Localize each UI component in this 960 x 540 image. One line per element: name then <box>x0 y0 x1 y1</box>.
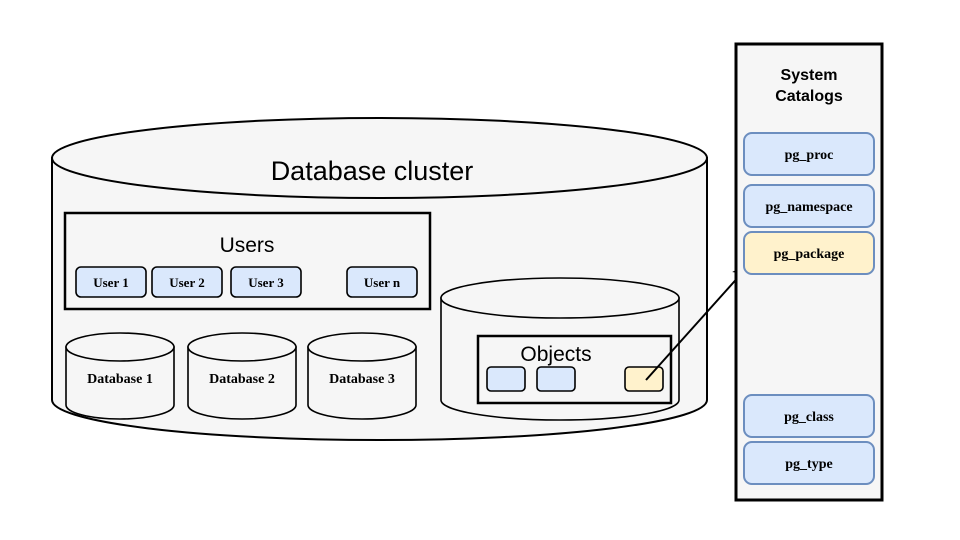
user-chip-n[interactable]: User n <box>346 266 418 298</box>
catalog-entry-pg-type-label: pg_type <box>785 457 832 472</box>
user-chip-2-label: User 2 <box>169 275 205 290</box>
database-cylinder-2[interactable]: Database 2 <box>187 332 297 420</box>
user-chip-2[interactable]: User 2 <box>151 266 223 298</box>
catalog-entry-pg-type[interactable]: pg_type <box>743 441 875 485</box>
user-chip-3[interactable]: User 3 <box>230 266 302 298</box>
catalog-entry-pg-namespace-label: pg_namespace <box>765 200 852 215</box>
user-chip-n-box[interactable] <box>346 266 418 298</box>
users-section-title: Users <box>220 234 275 257</box>
cluster-title: Database cluster <box>271 156 474 186</box>
catalog-entry-pg-package-label: pg_package <box>774 247 845 262</box>
objects-section-title: Objects <box>520 343 591 366</box>
database-cylinder-3[interactable]: Database 3 <box>307 332 417 420</box>
catalog-entry-pg-type-box[interactable] <box>743 441 875 485</box>
user-chip-1-label: User 1 <box>93 275 129 290</box>
objects-item-1[interactable] <box>486 366 526 392</box>
catalog-entry-pg-proc-box[interactable] <box>743 132 875 176</box>
objects-item-2[interactable] <box>536 366 576 392</box>
catalog-entry-pg-class[interactable]: pg_class <box>743 394 875 438</box>
connector-objects-to-pg-package <box>645 262 752 381</box>
catalog-entry-pg-class-box[interactable] <box>743 394 875 438</box>
user-chip-1-box[interactable] <box>75 266 147 298</box>
user-chip-2-box[interactable] <box>151 266 223 298</box>
catalog-entry-pg-namespace[interactable]: pg_namespace <box>743 184 875 228</box>
catalog-entry-pg-proc-label: pg_proc <box>785 148 834 163</box>
objects-item-3[interactable] <box>624 366 664 392</box>
system-catalogs-title-line1: System <box>781 67 838 84</box>
database-cylinder-1[interactable]: Database 1 <box>65 332 175 420</box>
users-section: Users User 1 User 2 User 3 User n <box>63 211 432 311</box>
user-chip-3-box[interactable] <box>230 266 302 298</box>
catalog-entry-pg-package-box[interactable] <box>743 231 875 275</box>
database-cylinder-3-label: Database 3 <box>329 372 395 387</box>
catalog-entry-pg-proc[interactable]: pg_proc <box>743 132 875 176</box>
system-catalogs-panel: System Catalogs pg_proc pg_namespace pg_… <box>734 42 884 502</box>
database-cylinder-2-label: Database 2 <box>209 372 275 387</box>
user-chip-1[interactable]: User 1 <box>75 266 147 298</box>
system-catalogs-title-line2: Catalogs <box>775 88 843 105</box>
user-chip-3-label: User 3 <box>248 275 284 290</box>
catalog-entry-pg-package[interactable]: pg_package <box>743 231 875 275</box>
objects-section: Objects <box>476 334 673 405</box>
catalog-entry-pg-namespace-box[interactable] <box>743 184 875 228</box>
catalog-entry-pg-class-label: pg_class <box>784 410 834 425</box>
user-chip-n-label: User n <box>364 275 401 290</box>
database-cylinder-1-label: Database 1 <box>87 372 153 387</box>
